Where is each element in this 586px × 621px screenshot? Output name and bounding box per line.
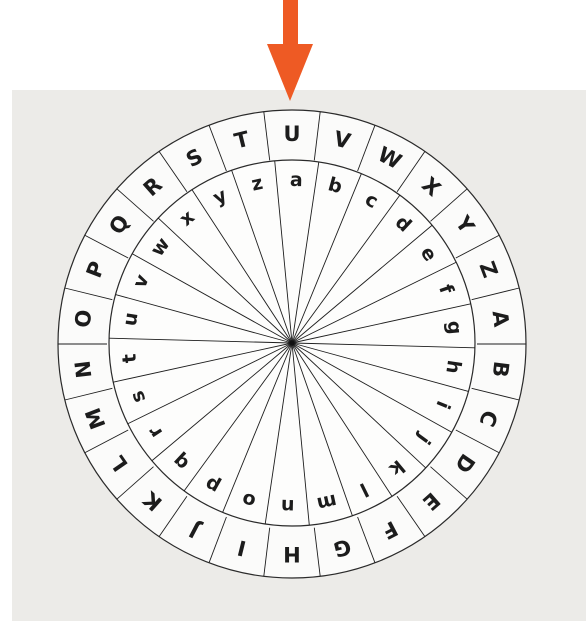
inner-letter: a	[290, 169, 303, 191]
outer-letter: O	[71, 308, 97, 329]
outer-letter: N	[71, 359, 97, 379]
center-pivot	[290, 341, 295, 346]
outer-letter: U	[283, 122, 300, 146]
inner-letter: g	[443, 320, 466, 336]
outer-letter: H	[283, 542, 301, 566]
outer-letter: B	[488, 360, 514, 379]
inner-letter: n	[281, 495, 295, 517]
